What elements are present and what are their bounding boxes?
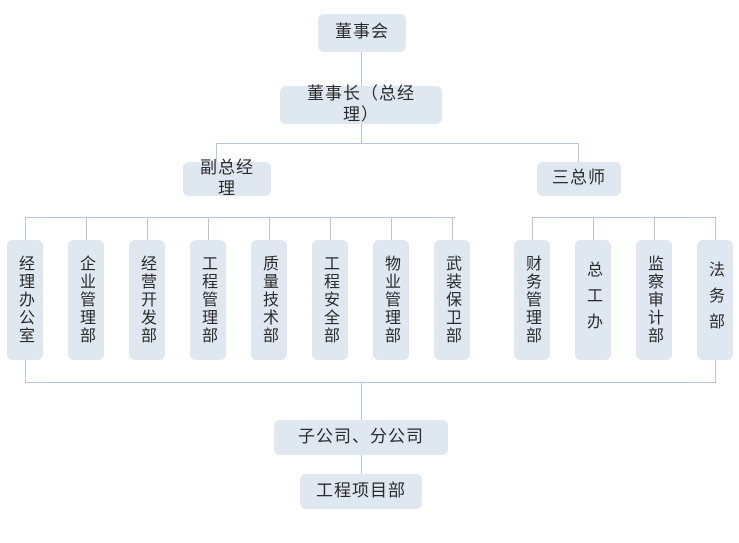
node-dept-supervision-audit[interactable]: 监察审计部 bbox=[636, 240, 672, 360]
connector-bottom-right-drop bbox=[715, 360, 716, 382]
node-dept-engineering-safety[interactable]: 工程安全部 bbox=[312, 240, 348, 360]
node-dept-enterprise-mgmt[interactable]: 企业管理部 bbox=[68, 240, 104, 360]
node-dept-manager-office[interactable]: 经理办公室 bbox=[7, 240, 43, 360]
connector-to-three-chiefs bbox=[578, 143, 579, 162]
node-dept-armed-security[interactable]: 武装保卫部 bbox=[434, 240, 470, 360]
connector-left-group-stub-6 bbox=[330, 217, 331, 240]
connector-bottom-collector-bar bbox=[25, 382, 716, 383]
connector-left-group-bar bbox=[25, 217, 455, 218]
node-dept-legal-affairs[interactable]: 法务部 bbox=[697, 240, 733, 360]
node-three-chiefs[interactable]: 三总师 bbox=[537, 162, 621, 196]
connector-board-to-chairman bbox=[361, 52, 362, 86]
node-dept-engineering-mgmt[interactable]: 工程管理部 bbox=[190, 240, 226, 360]
connector-left-group-stub-5 bbox=[269, 217, 270, 240]
connector-right-group-stub-1 bbox=[532, 217, 533, 240]
connector-level3-bar bbox=[216, 143, 579, 144]
connector-chairman-down bbox=[361, 124, 362, 143]
connector-right-group-stub-4 bbox=[715, 217, 716, 240]
node-dept-quality-tech[interactable]: 质量技术部 bbox=[251, 240, 287, 360]
connector-bottom-left-drop bbox=[25, 360, 26, 382]
node-deputy-gm[interactable]: 副总经理 bbox=[183, 158, 271, 199]
connector-subsidiaries-to-project bbox=[361, 455, 362, 474]
connector-left-group-stub-8 bbox=[452, 217, 453, 240]
node-dept-finance-mgmt[interactable]: 财务管理部 bbox=[514, 240, 550, 360]
node-chairman[interactable]: 董事长（总经理） bbox=[280, 84, 442, 125]
connector-left-group-stub-3 bbox=[147, 217, 148, 240]
connector-left-group-stub-2 bbox=[86, 217, 87, 240]
connector-right-group-bar bbox=[532, 217, 715, 218]
node-dept-property-mgmt[interactable]: 物业管理部 bbox=[373, 240, 409, 360]
connector-right-group-stub-2 bbox=[593, 217, 594, 240]
node-dept-chief-engineer-office[interactable]: 总工办 bbox=[575, 240, 611, 360]
node-board[interactable]: 董事会 bbox=[318, 14, 406, 52]
connector-right-group-stub-3 bbox=[654, 217, 655, 240]
connector-left-group-stub-4 bbox=[208, 217, 209, 240]
connector-collector-to-subsidiaries bbox=[361, 382, 362, 420]
connector-left-group-stub-7 bbox=[391, 217, 392, 240]
connector-to-deputy-gm bbox=[216, 143, 217, 162]
node-subsidiaries[interactable]: 子公司、分公司 bbox=[274, 420, 448, 455]
node-dept-business-dev[interactable]: 经营开发部 bbox=[129, 240, 165, 360]
node-project-dept[interactable]: 工程项目部 bbox=[300, 474, 422, 509]
connector-left-group-stub-1 bbox=[25, 217, 26, 240]
